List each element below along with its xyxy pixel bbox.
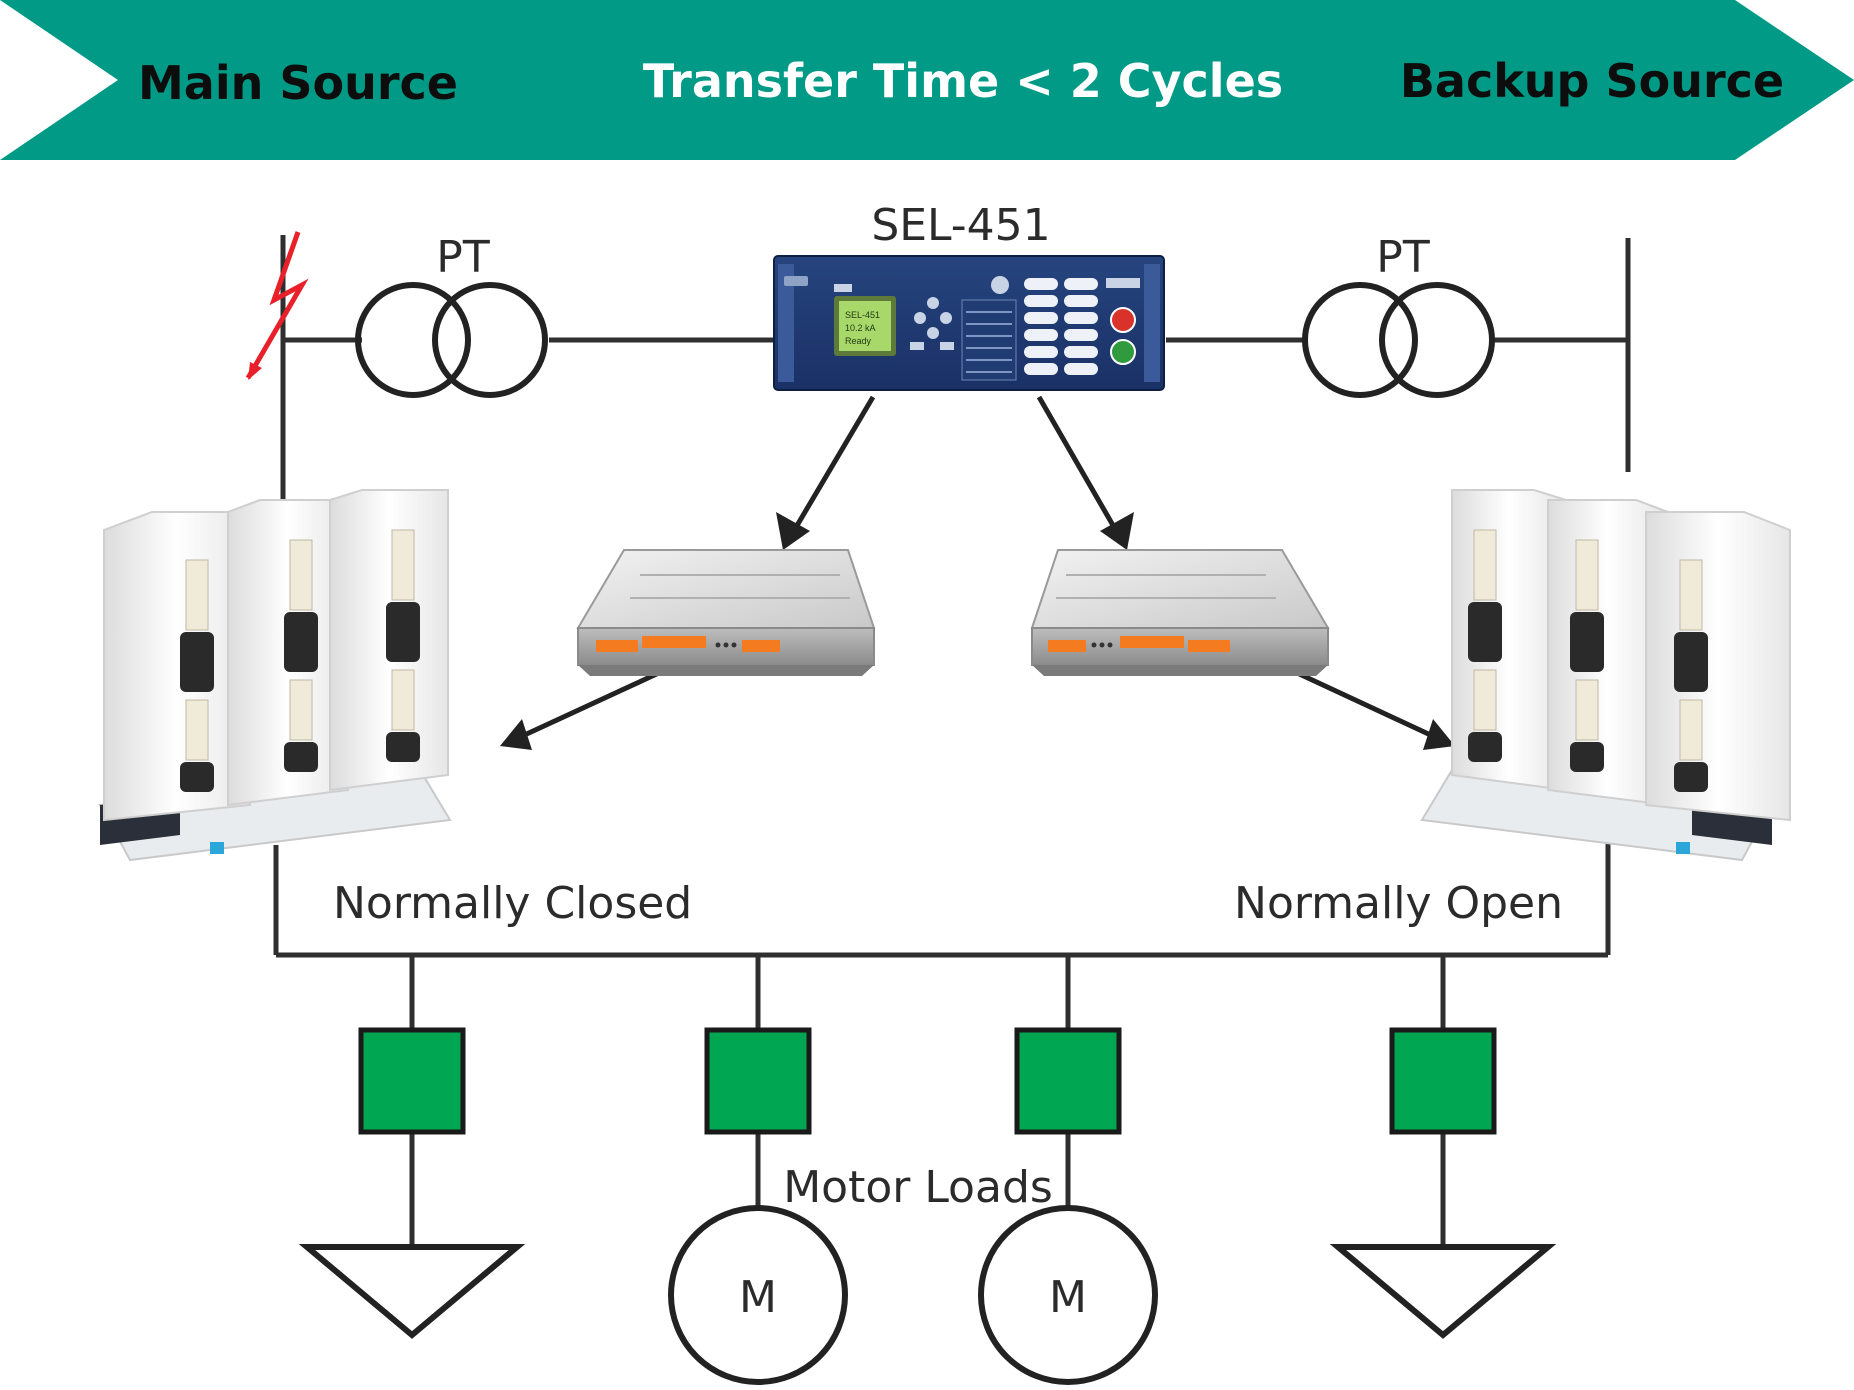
motor-symbol-label: M — [739, 1272, 777, 1323]
relay-trip-button — [1110, 307, 1136, 333]
relay-pushbutton-column — [1024, 278, 1098, 375]
relay-mount-ear-right — [1144, 264, 1160, 382]
breaker-pole — [1451, 489, 1567, 792]
terminal-block — [1048, 640, 1086, 652]
ent-key — [940, 342, 954, 350]
esc-key — [910, 342, 924, 350]
sel-451-relay: SEL-451 10.2 kA Ready — [773, 255, 1165, 391]
feeder-breaker-4 — [1389, 1027, 1497, 1135]
relay-status-led-ring — [991, 276, 1009, 294]
nav-left-key — [914, 312, 926, 324]
terminal-block — [742, 640, 780, 652]
relay-to-right-io-arrowhead — [1100, 512, 1134, 550]
relay-serial-port — [784, 276, 808, 286]
terminal-block — [1188, 640, 1230, 652]
backup-source-label: Backup Source — [1400, 54, 1784, 108]
terminal-block — [1120, 636, 1184, 648]
relay-lcd-screen — [839, 301, 891, 351]
breaker-pole — [1547, 499, 1669, 807]
main-breaker-state-label: Normally Closed — [333, 878, 692, 929]
lightning-fault-icon — [245, 231, 309, 380]
backup-breaker-state-label: Normally Open — [1234, 878, 1563, 929]
static-load-triangle-left — [298, 1244, 526, 1339]
motor-symbol-label: M — [1049, 1272, 1087, 1323]
backup-pt-label: PT — [1376, 232, 1430, 283]
static-load-triangle-right — [1329, 1244, 1557, 1339]
right-io-module — [1030, 549, 1330, 676]
backup-pt-symbol — [1302, 282, 1495, 398]
motor-circle — [978, 1205, 1158, 1385]
banner-arrow-shape — [0, 0, 1854, 160]
motor-loads-label: Motor Loads — [783, 1162, 1053, 1213]
feeder-breaker-2 — [704, 1027, 812, 1135]
pt-winding-secondary — [432, 282, 548, 398]
nav-right-key — [940, 312, 952, 324]
relay-target-led-column — [961, 299, 1017, 381]
transfer-time-label: Transfer Time < 2 Cycles — [643, 54, 1283, 108]
relay-breaker-control-label — [1106, 278, 1140, 288]
relay-close-button — [1110, 339, 1136, 365]
terminal-block — [596, 640, 638, 652]
relay-screen-line-2: 10.2 kA — [845, 323, 876, 333]
left-io-module — [576, 549, 876, 676]
main-pt-label: PT — [436, 232, 490, 283]
nav-up-key — [927, 297, 939, 309]
feeder-breakers — [358, 1027, 1497, 1135]
feeder-breaker-1 — [358, 1027, 466, 1135]
terminal-block — [642, 636, 706, 648]
breaker-pole — [329, 489, 449, 792]
left-io-to-breaker-arrow-shaft — [516, 662, 678, 741]
relay-label: SEL-451 — [871, 200, 1050, 251]
relay-to-left-io-arrowhead — [776, 512, 810, 550]
breaker-pole — [1645, 511, 1791, 822]
main-pt-symbol — [355, 282, 548, 398]
header-banner: Main Source Transfer Time < 2 Cycles Bac… — [0, 0, 1854, 160]
pt-winding-primary — [1302, 282, 1418, 398]
motor-circle — [668, 1205, 848, 1385]
relay-screen-line-1: SEL-451 — [845, 310, 880, 320]
motor-right: M — [978, 1205, 1158, 1385]
relay-to-left-io-arrow-shaft — [789, 395, 876, 536]
control-arrows — [500, 395, 1455, 750]
main-vacuum-breaker — [98, 489, 452, 862]
relay-screen-line-3: Ready — [845, 336, 872, 346]
right-io-to-breaker-arrowhead — [1423, 719, 1455, 750]
motor-left: M — [668, 1205, 848, 1385]
relay-logo — [834, 284, 852, 292]
right-io-to-breaker-arrow-shaft — [1278, 662, 1439, 741]
pt-winding-primary — [355, 282, 471, 398]
relay-mount-ear-left — [778, 264, 794, 382]
feeder-breaker-3 — [1014, 1027, 1122, 1135]
breaker-indicator — [1676, 842, 1690, 854]
wiring — [273, 235, 1631, 1247]
main-source-label: Main Source — [138, 56, 458, 110]
backup-vacuum-breaker — [1420, 489, 1791, 862]
relay-to-right-io-arrow-shaft — [1036, 395, 1121, 536]
breaker-indicator — [210, 842, 224, 854]
nav-down-key — [927, 327, 939, 339]
relay-nav-keypad — [910, 297, 954, 350]
left-io-to-breaker-arrowhead — [500, 719, 532, 750]
breaker-pole — [227, 499, 349, 807]
pt-winding-secondary — [1379, 282, 1495, 398]
